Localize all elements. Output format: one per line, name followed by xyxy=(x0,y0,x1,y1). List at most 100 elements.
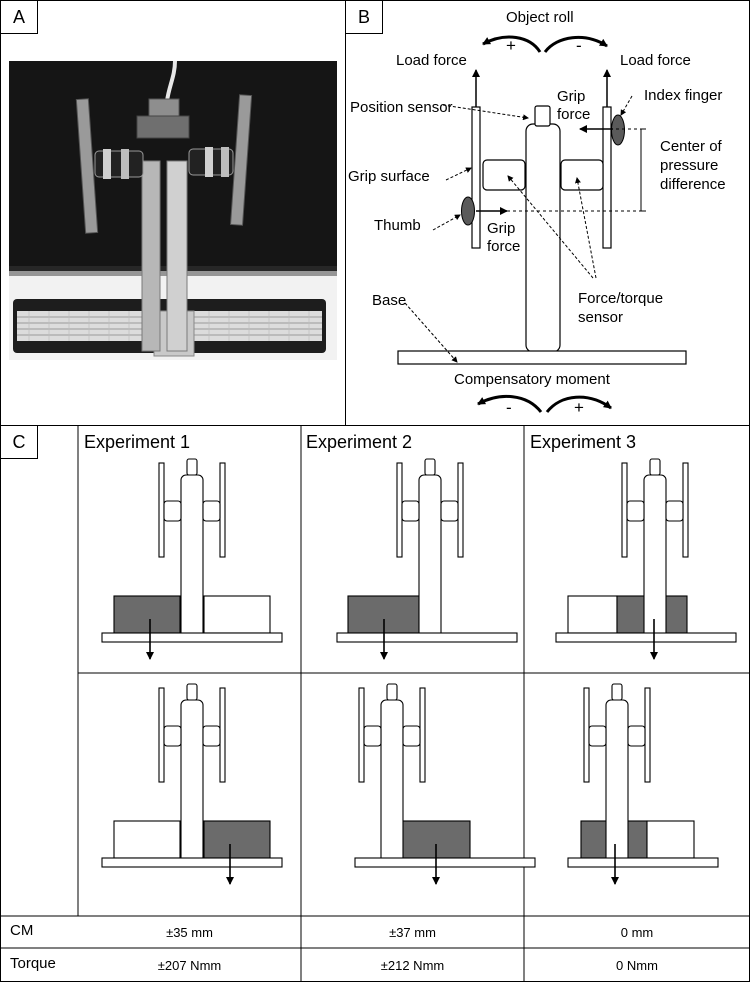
apparatus-diagram xyxy=(397,35,687,413)
panel-a-letter: A xyxy=(0,0,38,34)
exp1-bottom-weight-2 xyxy=(203,820,271,859)
device-photo xyxy=(9,61,337,360)
photo-grip-left xyxy=(75,98,99,234)
index-finger-shape xyxy=(611,114,625,146)
thumb-label: Thumb xyxy=(374,217,421,234)
exp3-top-column xyxy=(643,474,667,642)
exp3-top-force-sensor-left xyxy=(626,500,645,522)
exp3-bottom-sensor xyxy=(611,683,623,701)
base-label: Base xyxy=(372,292,407,309)
exp1-bottom-grip-right xyxy=(219,687,226,783)
exp2-bottom-column xyxy=(380,699,404,867)
exp1-bottom-sensor xyxy=(186,683,198,701)
load-force-label-left: Load force xyxy=(396,52,467,69)
exp1-top-force-sensor-left xyxy=(163,500,182,522)
panel-b-letter: B xyxy=(345,0,383,34)
exp2-bottom-force-sensor-left xyxy=(363,725,382,747)
exp3-bottom-force-sensor-left xyxy=(588,725,607,747)
load-force-label-right: Load force xyxy=(620,52,691,69)
grip-force-top-label-1: Grip xyxy=(557,88,586,105)
grip-surface-right xyxy=(602,106,612,249)
exp1-top-weight-2 xyxy=(203,595,271,634)
force-torque-label-2: sensor xyxy=(578,309,624,326)
force-sensor-left xyxy=(482,159,526,191)
exp2-bottom-grip-left xyxy=(358,687,365,783)
force-sensor-right xyxy=(560,159,604,191)
photo-post-right xyxy=(166,160,188,352)
exp1-bottom-force-sensor-left xyxy=(163,725,182,747)
center-of-pressure-label-1: Center of xyxy=(660,138,722,155)
exp3-top-grip-left xyxy=(621,462,628,558)
grip-surface-label: Grip surface xyxy=(348,168,430,185)
experiment-1-title: Experiment 1 xyxy=(84,432,191,452)
exp3-top-force-sensor-right xyxy=(665,500,684,522)
exp1-cm-value: ±35 mm xyxy=(166,925,213,940)
thumb-shape xyxy=(461,196,475,226)
exp3-bottom-grip-right xyxy=(644,687,651,783)
center-of-pressure-label-3: difference xyxy=(660,176,726,193)
exp3-top-grip-right xyxy=(682,462,689,558)
pressure-difference-lines xyxy=(507,128,646,212)
exp3-bottom-base xyxy=(567,857,719,868)
index-finger-label: Index finger xyxy=(644,87,723,104)
grip-force-bottom-label-1: Grip xyxy=(487,220,516,237)
exp3-top-sensor xyxy=(649,458,661,476)
exp3-bottom-weight-2 xyxy=(646,820,695,859)
compensatory-moment-arrows xyxy=(477,394,612,413)
experiment-drawings xyxy=(101,458,737,885)
photo-grip-right xyxy=(230,94,253,226)
exp2-torque-value: ±212 Nmm xyxy=(380,958,445,973)
roll-plus-label: + xyxy=(506,36,516,55)
exp3-torque-value: 0 Nmm xyxy=(616,958,658,973)
panel-c-letter: C xyxy=(0,425,38,459)
exp2-top-force-sensor-left xyxy=(401,500,420,522)
roll-minus-label: - xyxy=(576,36,582,55)
position-sensor-box xyxy=(534,105,551,127)
object-roll-arrows xyxy=(482,35,608,53)
exp2-top-force-sensor-right xyxy=(440,500,459,522)
exp2-top-grip-left xyxy=(396,462,403,558)
exp2-bottom-force-sensor-right xyxy=(402,725,421,747)
base-plate xyxy=(397,350,687,365)
moment-minus-label: - xyxy=(506,398,512,417)
exp3-cm-value: 0 mm xyxy=(620,925,654,940)
exp1-top-weight-1 xyxy=(113,595,181,634)
grip-force-bottom-label-2: force xyxy=(487,238,521,255)
center-of-pressure-label-2: pressure xyxy=(660,157,719,174)
exp1-top-column xyxy=(180,474,204,642)
exp1-top-grip-right xyxy=(219,462,226,558)
grip-surface-left xyxy=(471,106,481,249)
object-roll-label: Object roll xyxy=(506,9,574,26)
panel-c-grid xyxy=(0,425,750,982)
cm-row-label: CM xyxy=(10,922,34,939)
exp3-bottom-force-sensor-right xyxy=(627,725,646,747)
central-column xyxy=(525,123,561,353)
exp1-top-force-sensor-right xyxy=(202,500,221,522)
exp1-top-grip-left xyxy=(158,462,165,558)
force-torque-label-1: Force/torque xyxy=(578,290,664,307)
torque-row-label: Torque xyxy=(10,955,56,972)
exp2-bottom-base xyxy=(354,857,536,868)
leader-lines xyxy=(404,95,633,363)
exp1-top-sensor xyxy=(186,458,198,476)
exp2-bottom-grip-right xyxy=(419,687,426,783)
exp3-top-weight-1 xyxy=(567,595,618,634)
exp1-bottom-grip-left xyxy=(158,687,165,783)
grip-force-top-label-2: force xyxy=(557,106,591,123)
position-sensor-label: Position sensor xyxy=(350,99,453,116)
exp3-bottom-column xyxy=(605,699,629,867)
experiment-3-title: Experiment 3 xyxy=(530,432,637,452)
moment-plus-label: + xyxy=(574,398,584,417)
compensatory-moment-label: Compensatory moment xyxy=(454,371,610,388)
exp2-cm-value: ±37 mm xyxy=(389,925,436,940)
exp1-top-base xyxy=(101,632,283,643)
exp1-bottom-column xyxy=(180,699,204,867)
photo-post-left xyxy=(141,160,161,352)
exp1-bottom-force-sensor-right xyxy=(202,725,221,747)
exp2-top-grip-right xyxy=(457,462,464,558)
exp1-bottom-weight-1 xyxy=(113,820,181,859)
exp1-bottom-base xyxy=(101,857,283,868)
exp1-torque-value: ±207 Nmm xyxy=(157,958,222,973)
exp2-top-column xyxy=(418,474,442,642)
exp2-top-base xyxy=(336,632,518,643)
